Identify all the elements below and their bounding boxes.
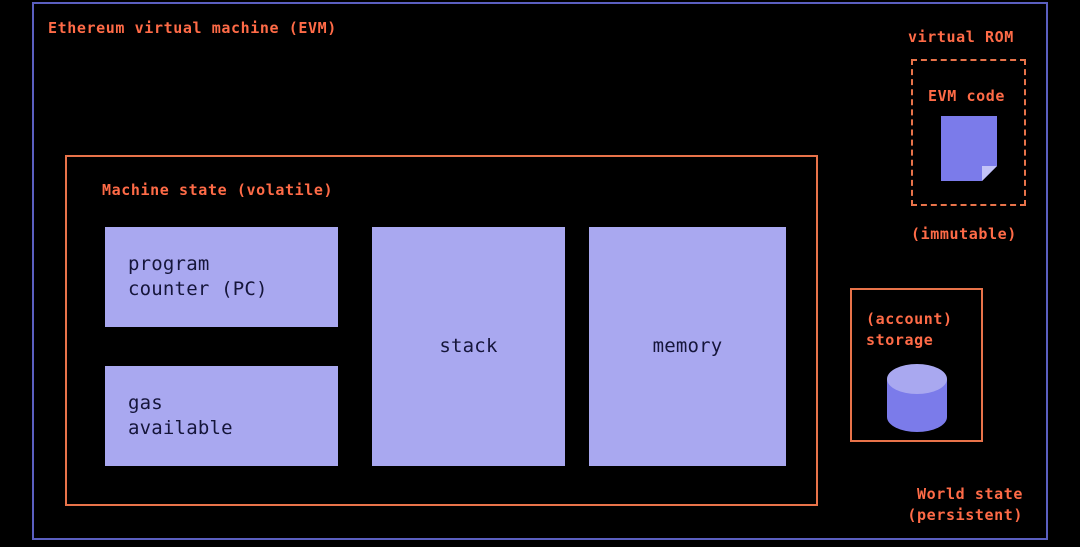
immutable-footnote: (immutable) <box>911 225 1017 243</box>
account-storage-label: (account) storage <box>866 310 953 349</box>
evm-code-label: EVM code <box>928 87 1006 105</box>
gas-available-label: gas available <box>128 392 233 439</box>
stack-label: stack <box>439 335 498 357</box>
program-counter-box: program counter (PC) <box>105 227 338 327</box>
world-state-footnote: World state (persistent) <box>907 485 1023 524</box>
machine-state-title: Machine state (volatile) <box>102 181 334 199</box>
page-title: Ethereum virtual machine (EVM) <box>48 19 337 37</box>
program-counter-label: program counter (PC) <box>128 253 268 300</box>
virtual-rom-title: virtual ROM <box>908 28 1014 46</box>
machine-state-panel <box>65 155 818 506</box>
gas-available-box: gas available <box>105 366 338 466</box>
evm-code-box <box>911 59 1026 206</box>
memory-box: memory <box>589 227 786 466</box>
stack-box: stack <box>372 227 565 466</box>
account-storage-box <box>850 288 983 442</box>
document-icon <box>941 116 997 181</box>
memory-label: memory <box>652 335 723 357</box>
database-cylinder-icon <box>887 364 947 432</box>
